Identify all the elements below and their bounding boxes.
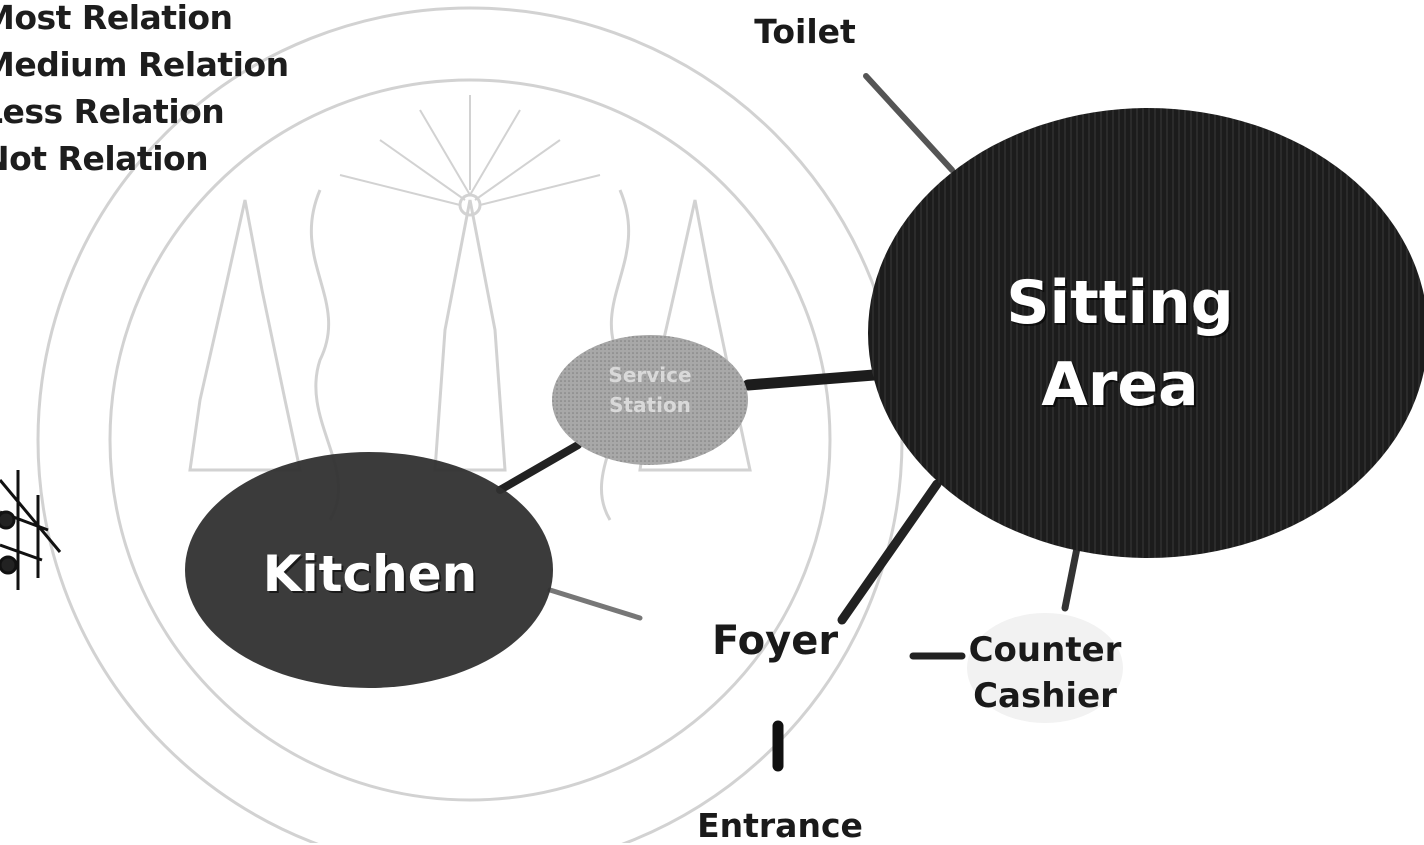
service-station-label: Service Station	[560, 360, 740, 420]
legend-most-relation: Most Relation	[0, 0, 289, 41]
sitting-area-label-line-2: Area	[990, 344, 1250, 426]
service-station-label-line-1: Service	[560, 360, 740, 390]
service-station-label-line-2: Station	[560, 390, 740, 420]
sitting-area-label-line-1: Sitting	[990, 262, 1250, 344]
line-sitting-foyer	[842, 484, 937, 620]
counter-cashier-label: Counter Cashier	[960, 627, 1130, 719]
counter-cashier-label-line-2: Cashier	[960, 673, 1130, 719]
legend-less-relation: Less Relation	[0, 88, 289, 135]
toilet-label: Toilet	[730, 12, 880, 51]
line-sitting-counter	[1065, 548, 1077, 608]
watermark-spire	[435, 200, 505, 470]
counter-cashier-label-line-1: Counter	[960, 627, 1130, 673]
legend-not-relation: Not Relation	[0, 135, 289, 182]
legend-medium-relation: Medium Relation	[0, 41, 289, 88]
relation-legend: Most Relation Medium Relation Less Relat…	[0, 0, 289, 182]
line-kitchen-service	[500, 445, 578, 490]
watermark-left-tower	[190, 200, 300, 470]
sitting-area-label: Sitting Area	[990, 262, 1250, 426]
entrance-label: Entrance	[670, 806, 890, 845]
watermark-rays	[340, 95, 600, 205]
kitchen-label: Kitchen	[230, 545, 510, 603]
line-kitchen-foyer	[550, 590, 640, 618]
line-toilet-sitting	[866, 76, 952, 170]
foyer-label: Foyer	[690, 618, 860, 664]
grid-fragment	[0, 470, 60, 590]
line-service-sitting	[748, 375, 874, 385]
